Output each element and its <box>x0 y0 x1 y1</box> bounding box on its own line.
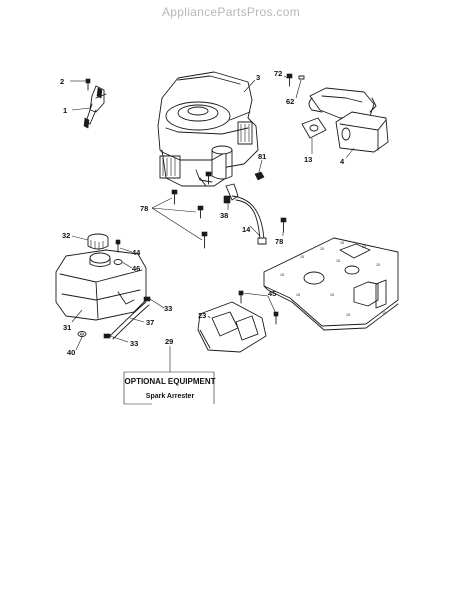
callout-62: 62 <box>286 97 294 106</box>
callout-29: 29 <box>165 337 173 346</box>
bolt-78b-part <box>280 217 287 233</box>
muffler-part <box>308 87 389 153</box>
fuel-hose-part <box>103 296 151 340</box>
svg-text:15: 15 <box>296 293 300 297</box>
svg-text:15: 15 <box>320 247 324 251</box>
svg-text:15: 15 <box>336 259 340 263</box>
callout-38: 38 <box>220 211 228 220</box>
callout-2: 2 <box>60 77 64 86</box>
callout-14: 14 <box>242 225 251 234</box>
callout-33: 33 <box>164 304 172 313</box>
spark-arrester-label: Spark Arrester <box>146 393 195 400</box>
svg-text:15: 15 <box>376 263 380 267</box>
fuel-cap-part <box>87 233 109 250</box>
svg-text:15: 15 <box>362 245 366 249</box>
muffler-bolt-part <box>286 73 305 87</box>
callout-37: 37 <box>146 318 154 327</box>
callout-13: 13 <box>304 155 312 164</box>
engine-part <box>157 71 259 187</box>
washer-part <box>77 331 87 337</box>
fuel-tank-part <box>55 249 147 321</box>
nut-part <box>254 171 265 181</box>
svg-text:15: 15 <box>382 311 386 315</box>
throttle-control-part <box>83 85 107 129</box>
svg-text:15: 15 <box>330 293 334 297</box>
callout-40: 40 <box>67 348 75 357</box>
callout-23: 23 <box>198 311 206 320</box>
callout-81: 81 <box>258 152 266 161</box>
tank-screw-part <box>113 239 123 265</box>
callout-78b: 78 <box>275 237 283 246</box>
leader-lines <box>70 75 355 372</box>
svg-text:15: 15 <box>346 313 350 317</box>
heat-shield-part <box>197 301 267 353</box>
callout-32: 32 <box>62 231 70 240</box>
gasket-part <box>301 117 327 139</box>
svg-text:15: 15 <box>340 241 344 245</box>
svg-text:15: 15 <box>280 273 284 277</box>
throttle-screw-part <box>85 78 91 91</box>
callout-labels: 2 1 3 72 62 13 4 81 78 38 14 78 32 44 46… <box>60 69 345 357</box>
callout-1: 1 <box>63 106 67 115</box>
callout-3: 3 <box>256 73 260 82</box>
bolt-part <box>171 171 212 249</box>
callout-33b: 33 <box>130 339 138 348</box>
fuel-line-part <box>223 183 267 245</box>
callout-45: 45 <box>268 289 276 298</box>
callout-78: 78 <box>140 204 148 213</box>
watermark: AppliancePartsPros.com <box>162 5 300 19</box>
callout-46: 46 <box>132 264 140 273</box>
optional-equipment-title: OPTIONAL EQUIPMENT <box>125 377 216 386</box>
callout-31: 31 <box>63 323 71 332</box>
callout-4: 4 <box>340 157 345 166</box>
callout-72: 72 <box>274 69 282 78</box>
frame-plate-part: 15 15 15 15 15 15 15 15 15 15 15 <box>263 237 399 331</box>
optional-equipment-box: OPTIONAL EQUIPMENT Spark Arrester <box>123 371 216 405</box>
callout-44: 44 <box>132 248 141 257</box>
svg-text:15: 15 <box>300 255 304 259</box>
